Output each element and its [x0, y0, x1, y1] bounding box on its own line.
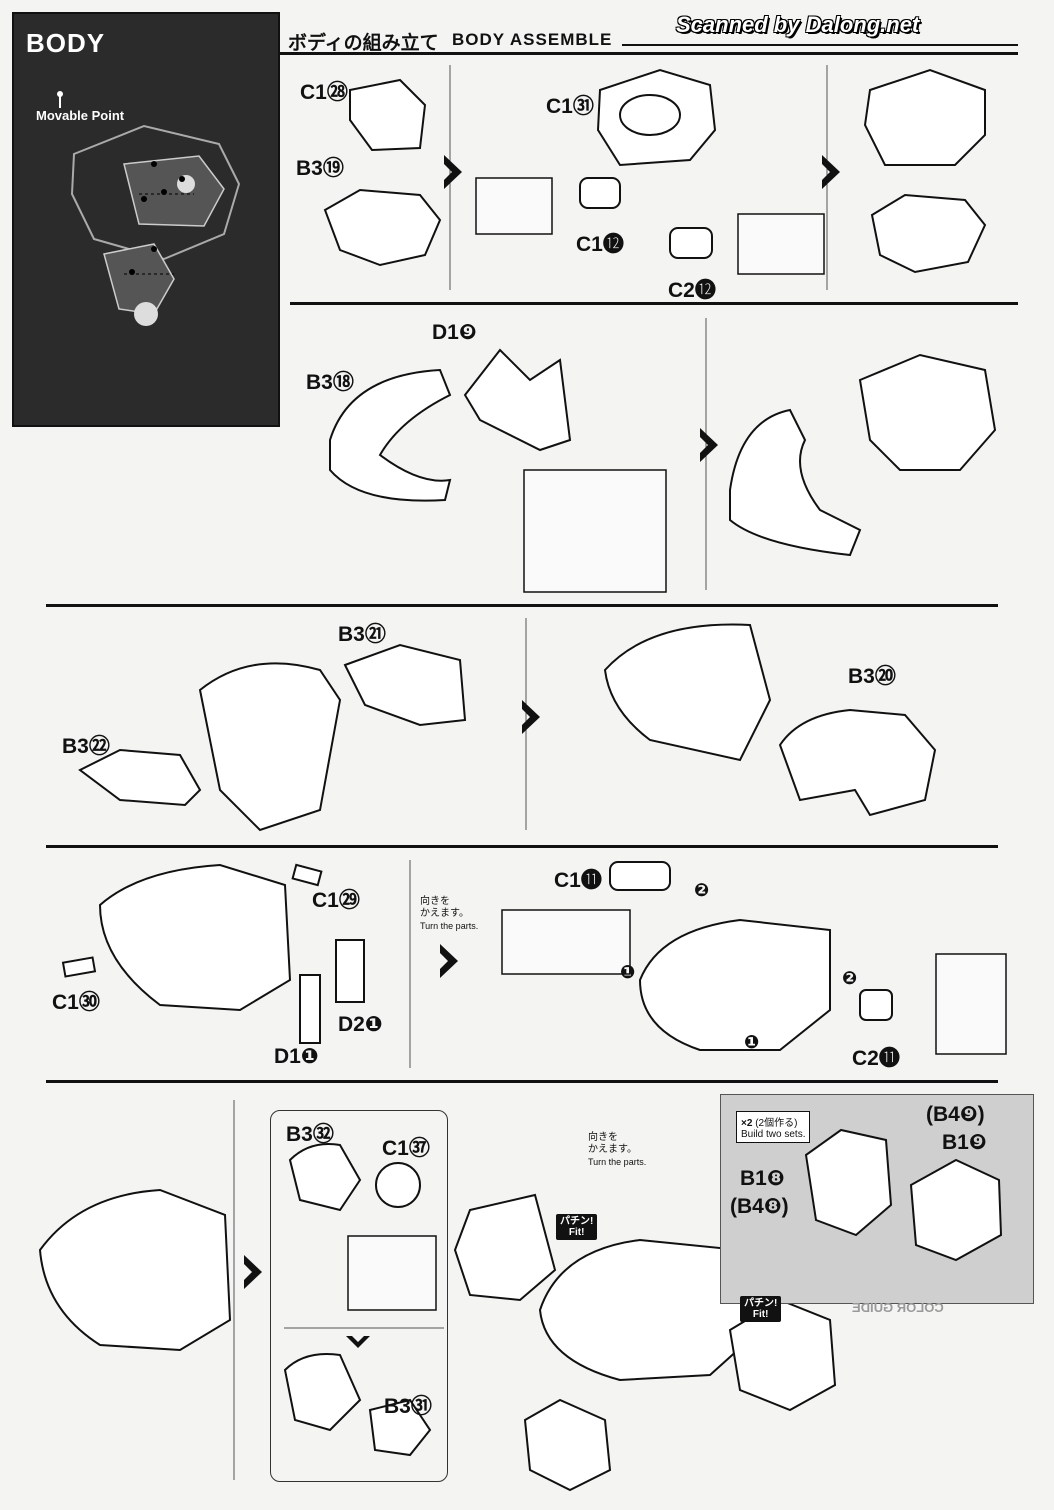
build-en: Build two sets.: [741, 1129, 806, 1140]
watermark: Scanned by Dalong.net: [676, 12, 920, 37]
fit-jp: パチン!: [744, 1298, 778, 1309]
x2-label: ×2: [741, 1118, 753, 1129]
turn-en: Turn the parts.: [588, 1157, 647, 1167]
part-d1-1: D1❶: [274, 1045, 319, 1068]
step-two-a: ❷: [694, 880, 710, 900]
fit-jp: パチン!: [560, 1216, 594, 1227]
panel-title: BODY: [26, 28, 106, 58]
step-two-b: ❷: [842, 968, 858, 988]
part-b4-9: (B4❾): [926, 1103, 985, 1126]
part-c1-31: C1㉛: [546, 95, 594, 118]
bearing-assembly-illustration: [804, 1128, 1003, 1262]
sub-assembly-box: [270, 1110, 448, 1482]
part-b3-22: B3㉒: [62, 735, 110, 758]
part-b4-8: (B4❽): [730, 1195, 789, 1218]
part-d1-9: D1❾: [432, 321, 477, 344]
step-one-a: ❶: [620, 962, 636, 982]
part-c1-28: C1㉘: [300, 81, 348, 104]
movable-point-label: Movable Point: [36, 108, 125, 123]
turn-jp-2: かえます。: [420, 908, 469, 919]
part-c2-11: C2⓫: [852, 1047, 900, 1070]
header-title-en: BODY ASSEMBLE: [452, 30, 613, 49]
body-ghost-illustration: [57, 91, 241, 326]
turn-en: Turn the parts.: [420, 921, 479, 931]
part-c1-29: C1㉙: [312, 889, 360, 912]
turn-jp-1: 向きを: [588, 1132, 618, 1143]
part-c1-30: C1㉚: [52, 991, 100, 1014]
part-b3-19: B3⑲: [296, 157, 344, 180]
part-d2-1: D2❶: [338, 1013, 383, 1036]
part-b1-8: B1❽: [740, 1167, 785, 1190]
part-c1-12: C1⓬: [576, 233, 624, 256]
build-jp: (2個作る): [755, 1118, 798, 1129]
part-b1-9: B1❾: [942, 1131, 987, 1154]
header-rule: [622, 44, 1018, 46]
body-movable-panel: BODY Movable Point: [12, 12, 280, 427]
part-b3-21: B3㉑: [338, 623, 386, 646]
fit-en: Fit!: [752, 1309, 769, 1320]
turn-note-row4: 向きを かえます。 Turn the parts.: [420, 896, 478, 932]
part-c1-37: C1㊲: [382, 1137, 430, 1160]
fit-en: Fit!: [568, 1227, 585, 1238]
turn-jp-2: かえます。: [588, 1144, 637, 1155]
fit-badge-2: パチン! Fit!: [740, 1296, 782, 1322]
turn-jp-1: 向きを: [420, 896, 450, 907]
part-c2-12: C2⓬: [668, 279, 716, 302]
part-b3-31: B3㉛: [384, 1395, 432, 1418]
part-b3-32: B3㉜: [286, 1123, 334, 1146]
bleed-through-text: COLOR GUIDE: [852, 1300, 944, 1315]
step-one-b: ❶: [744, 1032, 760, 1052]
fit-badge-1: パチン! Fit!: [556, 1214, 598, 1240]
x2-badge: ×2 (2個作る) Build two sets.: [736, 1111, 811, 1143]
turn-note-row5: 向きを かえます。 Turn the parts.: [588, 1132, 646, 1168]
part-c1-11: C1⓫: [554, 869, 602, 892]
part-b3-18: B3⑱: [306, 371, 354, 394]
part-b3-20: B3⑳: [848, 665, 896, 688]
header-title-jp: ボディの組み立て: [288, 33, 439, 54]
